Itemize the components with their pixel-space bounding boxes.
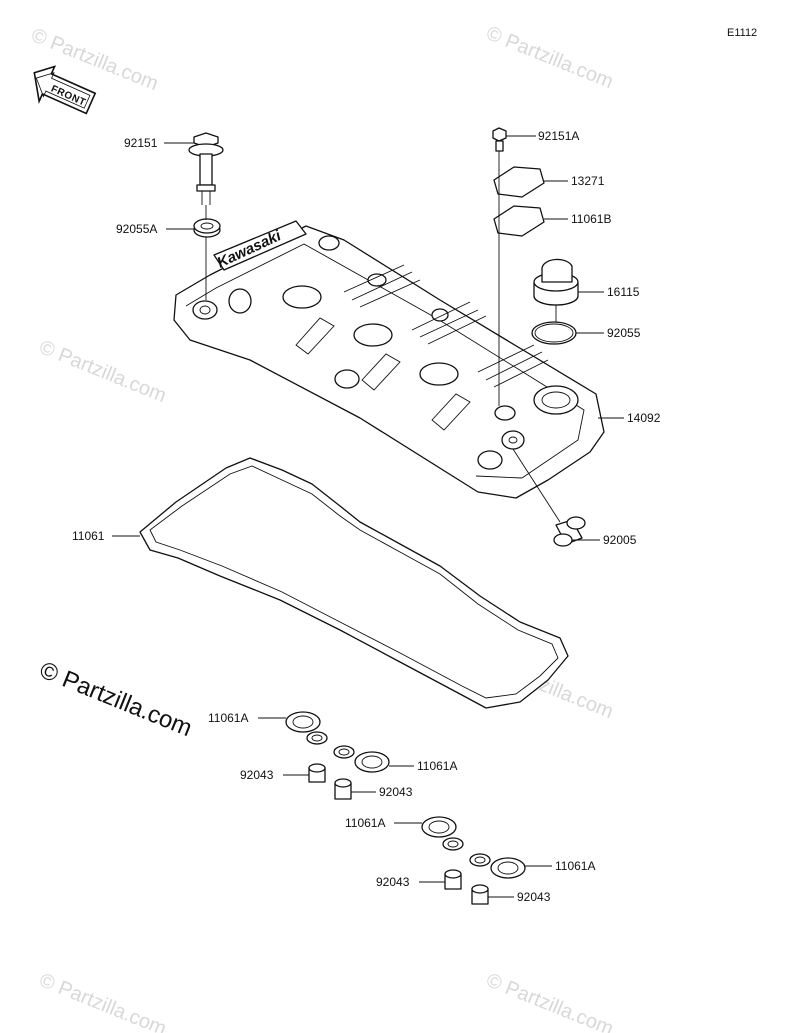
gasket-11061 (139, 457, 569, 709)
callout-92043-4: 92043 (517, 890, 551, 904)
callout-13271: 13271 (571, 174, 605, 188)
front-arrow-icon: FRONT (33, 65, 97, 115)
leader-lines (112, 135, 624, 898)
cylinder-head-cover-14092: Kawasaki (173, 220, 605, 499)
o-ring-92055 (531, 321, 577, 345)
callout-11061a-4: 11061A (555, 859, 595, 873)
bolt-92151 (188, 132, 224, 205)
copyright-text: © Partzilla.com (36, 657, 196, 743)
callout-11061b: 11061B (571, 212, 611, 226)
oil-cap-16115 (533, 258, 579, 306)
seal-set-3 (421, 816, 464, 890)
seal-set-4 (469, 853, 526, 905)
bolt-92151a (492, 127, 507, 152)
callout-92043-3: 92043 (376, 875, 410, 889)
callout-labels: 92151 92055A 92151A 13271 11061B 16115 9… (72, 129, 661, 904)
watermark: © Partzilla.com (483, 22, 616, 93)
callout-92005: 92005 (603, 533, 637, 547)
watermark: © Partzilla.com (36, 336, 169, 407)
watermark: © Partzilla.com (36, 969, 169, 1033)
dowel-92005 (553, 516, 586, 547)
callout-11061a-3: 11061A (345, 816, 385, 830)
callout-92043-2: 92043 (379, 785, 413, 799)
washer-92055a (193, 218, 221, 238)
callout-11061a-1: 11061A (208, 711, 248, 725)
watermark: © Partzilla.com (483, 969, 616, 1033)
callout-92055: 92055 (607, 326, 641, 340)
callout-11061: 11061 (72, 529, 105, 543)
seal-set-1 (285, 711, 328, 783)
figure-code: E1112 (727, 27, 757, 39)
callout-92151a: 92151A (538, 129, 579, 143)
seal-set-2 (333, 745, 390, 800)
callout-92043-1: 92043 (240, 768, 274, 782)
callout-92055a: 92055A (116, 222, 157, 236)
callout-11061a-2: 11061A (417, 759, 457, 773)
plate-13271 (493, 166, 545, 198)
callout-92151: 92151 (124, 136, 158, 150)
callout-14092: 14092 (627, 411, 661, 425)
callout-16115: 16115 (607, 285, 640, 299)
gasket-11061b (493, 205, 545, 237)
